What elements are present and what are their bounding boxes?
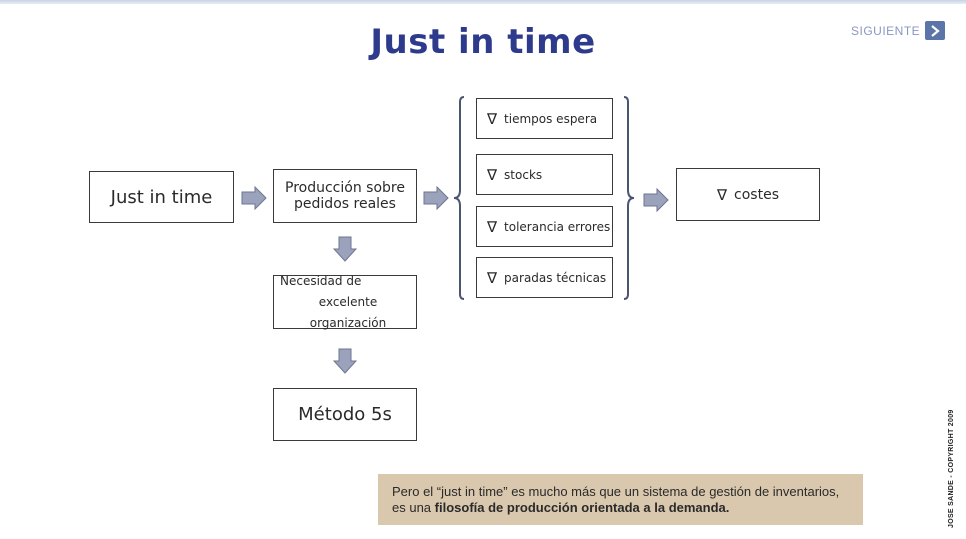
nabla-icon: ∇: [487, 109, 498, 128]
box-costes-label: costes: [734, 186, 779, 203]
left-brace: [453, 96, 465, 300]
note-box: Pero el “just in time” es mucho más que …: [378, 474, 863, 525]
arrow-right-icon: [423, 186, 449, 210]
box-necesidad: Necesidad de excelente organización: [273, 274, 417, 330]
box-produccion: Producción sobre pedidos reales: [273, 169, 417, 223]
arrow-right-icon: [643, 188, 669, 212]
slide-title: Just in time: [370, 22, 596, 62]
chevron-right-icon: [925, 21, 946, 40]
top-rule: [0, 0, 966, 4]
box-necesidad-line1: Necesidad de: [280, 273, 362, 288]
box-reduction-tiempos: ∇ tiempos espera: [476, 98, 613, 139]
box-metodo-label: Método 5s: [298, 404, 392, 425]
box-reduction-tolerancia: ∇ tolerancia errores: [476, 206, 613, 247]
next-button[interactable]: SIGUIENTE: [851, 21, 946, 40]
note-text-2: es una: [392, 500, 435, 515]
box-costes: ∇ costes: [676, 168, 820, 221]
box-just-in-time-label: Just in time: [110, 186, 213, 208]
box-reduction-stocks: ∇ stocks: [476, 154, 613, 195]
next-label: SIGUIENTE: [851, 23, 921, 38]
reduction-label: paradas técnicas: [504, 270, 607, 285]
note-emphasis: filosofía de producción orientada a la d…: [434, 500, 730, 515]
box-produccion-line2: pedidos reales: [294, 196, 396, 212]
box-reduction-paradas: ∇ paradas técnicas: [476, 257, 613, 298]
right-brace: [623, 96, 635, 300]
note-text-1: Pero el “just in time” es mucho más que …: [392, 484, 840, 499]
nabla-icon: ∇: [487, 217, 498, 236]
nabla-icon: ∇: [717, 185, 728, 204]
box-necesidad-line2: excelente organización: [309, 294, 387, 330]
box-metodo-5s: Método 5s: [273, 388, 417, 441]
copyright: JOSE SANDE - COPYRIGHT 2009: [948, 409, 955, 528]
nabla-icon: ∇: [487, 165, 498, 184]
arrow-down-icon: [333, 348, 357, 374]
reduction-label: stocks: [504, 167, 543, 182]
reduction-label: tiempos espera: [504, 111, 598, 126]
arrow-right-icon: [241, 186, 267, 210]
box-produccion-line1: Producción sobre: [285, 180, 405, 196]
box-just-in-time: Just in time: [89, 171, 234, 223]
nabla-icon: ∇: [487, 268, 498, 287]
reduction-label: tolerancia errores: [504, 219, 611, 234]
arrow-down-icon: [333, 236, 357, 262]
